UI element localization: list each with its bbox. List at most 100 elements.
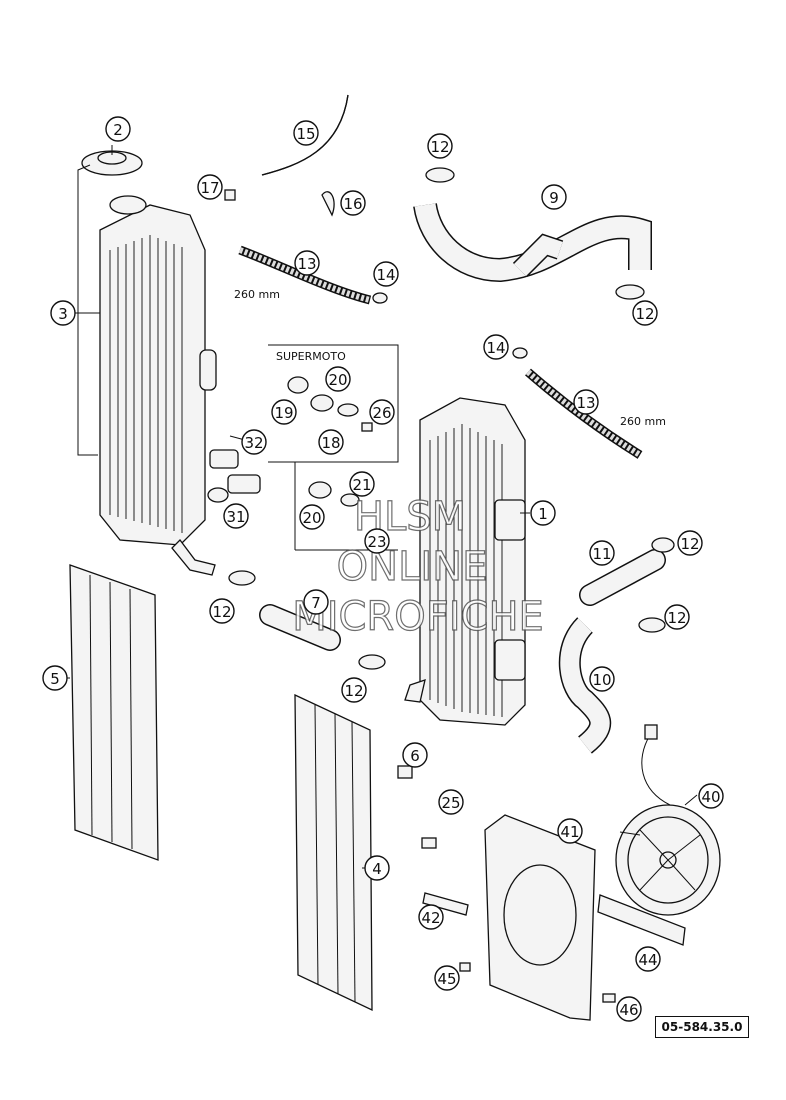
- callout-5: 5: [42, 665, 68, 691]
- hose-9: [413, 202, 652, 283]
- callout-circle: [483, 334, 509, 360]
- callout-circle: [341, 677, 367, 703]
- watermark-line-2: ONLINE: [337, 544, 488, 590]
- callout-circle: [299, 504, 325, 530]
- radiator-left-fins: [109, 235, 183, 533]
- leader-lines: [55, 145, 698, 869]
- callout-circle: [294, 250, 320, 276]
- callout-32: 32: [241, 429, 267, 455]
- fan-parts-small: [397, 765, 686, 1003]
- callout-number: 21: [352, 476, 371, 494]
- watermark-line-3: MICROFICHE: [292, 594, 544, 640]
- radiator-right-fins: [429, 424, 503, 717]
- callout-41: 41: [557, 818, 583, 844]
- callout-number: 5: [50, 670, 60, 688]
- callout-10: 10: [589, 666, 615, 692]
- supermoto-label: SUPERMOTO: [276, 350, 346, 363]
- callout-circle: [434, 965, 460, 991]
- callout-number: 41: [560, 823, 579, 841]
- callout-number: 12: [667, 609, 686, 627]
- callout-circle: [349, 471, 375, 497]
- callout-circle: [105, 116, 131, 142]
- callout-circle: [318, 429, 344, 455]
- callout-11: 11: [589, 540, 615, 566]
- callout-number: 23: [367, 533, 386, 551]
- callout-circle: [50, 300, 76, 326]
- callout-circle: [530, 500, 556, 526]
- callout-number: 12: [344, 682, 363, 700]
- callout-14: 14: [373, 261, 399, 287]
- callout-number: 10: [592, 671, 611, 689]
- callout-number: 19: [274, 404, 293, 422]
- callout-circle: [303, 589, 329, 615]
- callout-number: 25: [441, 794, 460, 812]
- callout-circle: [271, 399, 297, 425]
- callout-number: 9: [549, 189, 559, 207]
- drawing-code: 05-584.35.0: [655, 1016, 749, 1038]
- callout-circle: [364, 528, 390, 554]
- callout-13: 13: [294, 250, 320, 276]
- callout-13-2: 13: [573, 389, 599, 415]
- callout-12-3: 12: [209, 598, 235, 624]
- callout-circle: [589, 666, 615, 692]
- callout-circle: [364, 855, 390, 881]
- callout-number: 40: [701, 788, 720, 806]
- callout-circle: [373, 261, 399, 287]
- callout-number: 7: [311, 594, 321, 612]
- callout-number: 6: [410, 747, 420, 765]
- callout-6: 6: [402, 742, 428, 768]
- callout-number: 31: [226, 508, 245, 526]
- callout-20-2: 20: [299, 504, 325, 530]
- callout-circle: [635, 946, 661, 972]
- callout-number: 32: [244, 434, 263, 452]
- callout-19: 19: [271, 399, 297, 425]
- callout-number: 44: [638, 951, 657, 969]
- callout-number: 46: [619, 1001, 638, 1019]
- callout-circle: [402, 742, 428, 768]
- callout-number: 12: [635, 305, 654, 323]
- callout-42: 42: [418, 904, 444, 930]
- fan-frame: [484, 814, 596, 1021]
- callout-circle: [427, 133, 453, 159]
- hose-7: [259, 604, 341, 651]
- callout-number: 1: [538, 505, 548, 523]
- callout-16: 16: [340, 190, 366, 216]
- callout-12-2: 12: [632, 300, 658, 326]
- callout-number: 20: [302, 509, 321, 527]
- callout-2: 2: [105, 116, 131, 142]
- callout-circle: [418, 904, 444, 930]
- callout-number: 20: [328, 371, 347, 389]
- hose-clamp-small-parts: [224, 167, 675, 670]
- callout-21: 21: [349, 471, 375, 497]
- callout-15: 15: [293, 120, 319, 146]
- callout-number: 14: [486, 339, 505, 357]
- hose-15: [261, 94, 349, 176]
- callout-26: 26: [369, 399, 395, 425]
- callout-circle: [573, 389, 599, 415]
- callout-circle: [557, 818, 583, 844]
- callout-number: 16: [343, 195, 362, 213]
- callout-4: 4: [364, 855, 390, 881]
- callout-number: 13: [297, 255, 316, 273]
- callout-circle: [340, 190, 366, 216]
- hose-13-left: [238, 245, 372, 305]
- callout-46: 46: [616, 996, 642, 1022]
- callout-12-4: 12: [341, 677, 367, 703]
- callout-12: 12: [427, 133, 453, 159]
- callout-1: 1: [530, 500, 556, 526]
- callout-25: 25: [438, 789, 464, 815]
- callout-20: 20: [325, 366, 351, 392]
- callout-circle: [541, 184, 567, 210]
- callout-circle: [664, 604, 690, 630]
- callout-number: 2: [113, 121, 123, 139]
- callout-number: 3: [58, 305, 68, 323]
- callout-number: 11: [592, 545, 611, 563]
- callout-number: 18: [321, 434, 340, 452]
- callout-number: 12: [212, 603, 231, 621]
- callout-12-5: 12: [677, 530, 703, 556]
- callout-circle: [197, 174, 223, 200]
- supermoto-parts: [287, 376, 373, 507]
- callout-number: 42: [421, 909, 440, 927]
- callout-circle: [241, 429, 267, 455]
